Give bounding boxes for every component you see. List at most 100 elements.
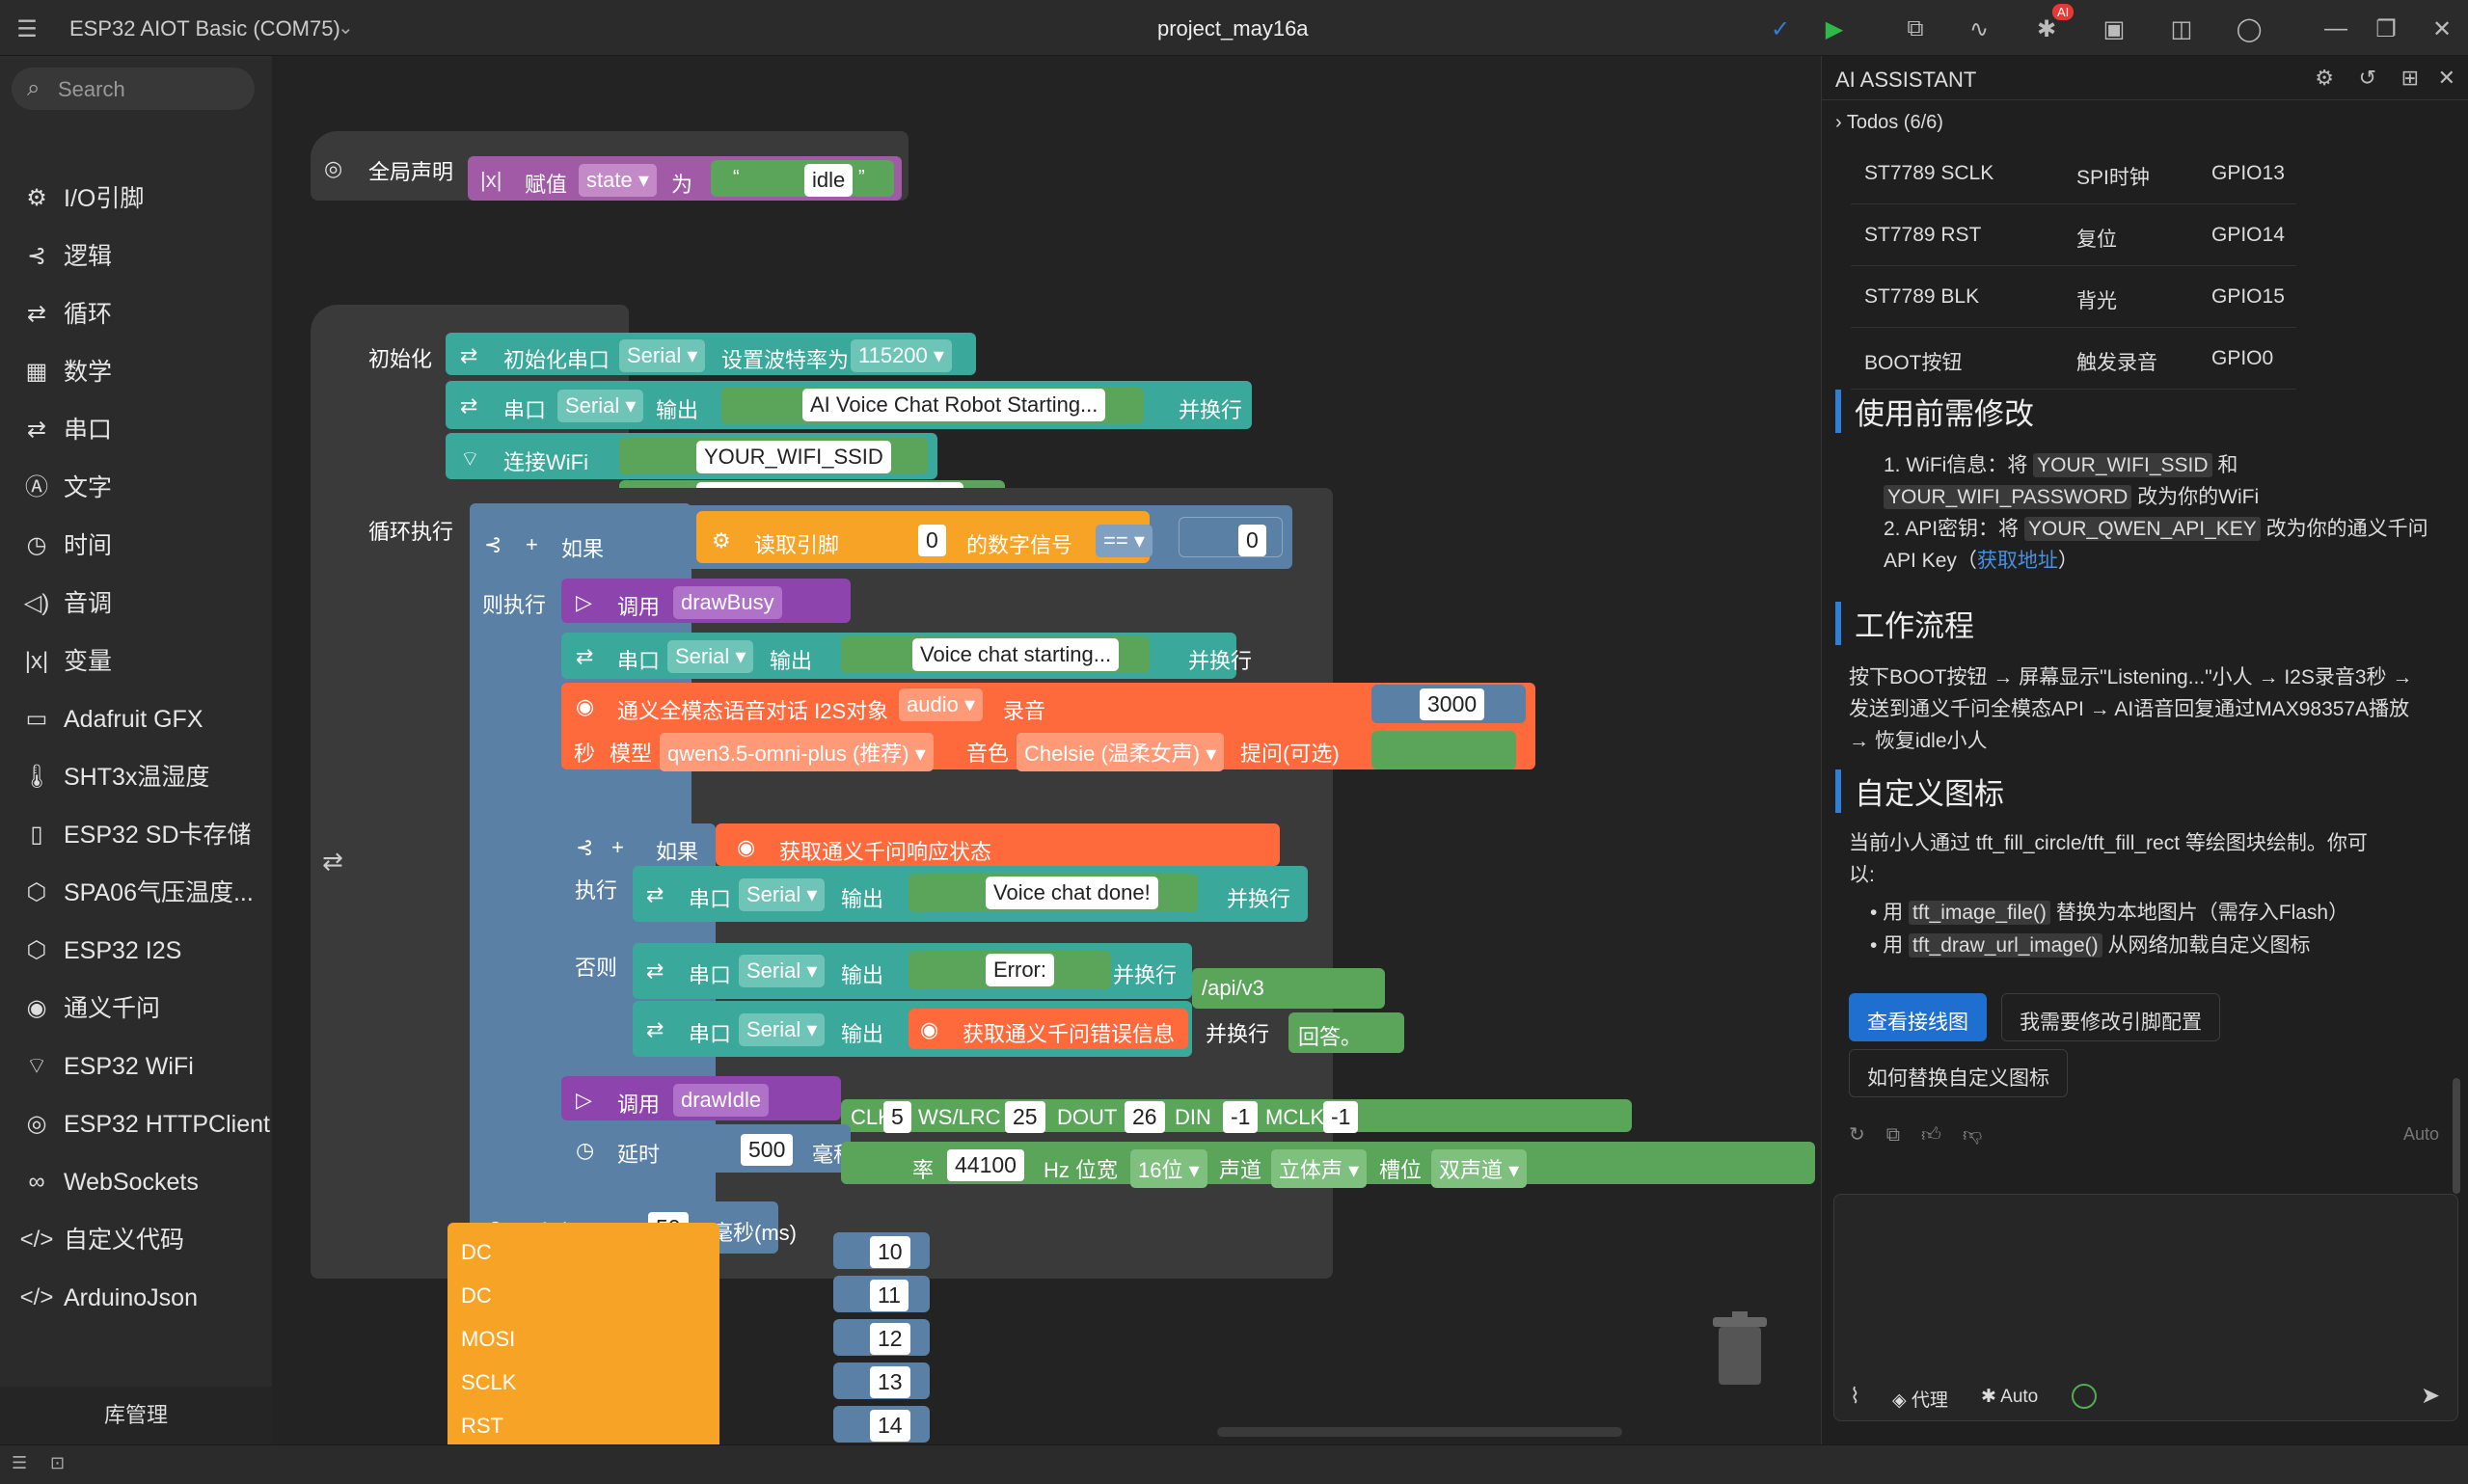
toolbox-category[interactable]: 🌡︎SHT3x温湿度 xyxy=(0,750,272,804)
toolbox-category[interactable]: ▯ESP32 SD卡存储 xyxy=(0,808,272,862)
text-block[interactable] xyxy=(711,160,894,197)
sample-rate-field[interactable]: 44100 xyxy=(947,1149,1024,1181)
attach-icon[interactable]: ⌇ xyxy=(1850,1384,1860,1408)
close-icon[interactable]: ✕ xyxy=(2431,15,2453,42)
terminal-icon[interactable]: ⊡ xyxy=(50,1453,66,1472)
toolbox-category[interactable]: ∞WebSockets xyxy=(0,1155,272,1209)
number-block[interactable] xyxy=(1179,517,1283,557)
message-field[interactable]: Voice chat done! xyxy=(986,877,1158,909)
audio-dropdown[interactable]: audio ▾ xyxy=(899,688,983,721)
replace-icon-button[interactable]: 如何替换自定义图标 xyxy=(1849,1049,2068,1097)
code-view-icon[interactable]: ⧉ xyxy=(1907,15,1924,41)
message-field[interactable]: Voice chat starting... xyxy=(912,638,1120,671)
serial-dropdown[interactable]: Serial ▾ xyxy=(739,1013,826,1046)
toolbox-category[interactable]: |x|变量 xyxy=(0,634,272,688)
app-title[interactable]: ESP32 AIOT Basic (COM75) xyxy=(69,16,340,40)
close-icon[interactable]: ✕ xyxy=(2437,66,2455,90)
copy-icon[interactable]: ⧉ xyxy=(1885,1124,1922,1146)
toolbox-category[interactable]: </>ArduinoJson xyxy=(0,1271,272,1325)
serial-monitor-icon[interactable]: ∿ xyxy=(1968,15,1990,42)
toolbox-category[interactable]: ▭Adafruit GFX xyxy=(0,692,272,746)
search-input[interactable]: ⌕ Search xyxy=(12,67,255,110)
get-error-block[interactable] xyxy=(909,1009,1188,1049)
message-field[interactable]: AI Voice Chat Robot Starting... xyxy=(802,389,1106,421)
new-chat-icon[interactable]: ⊞ xyxy=(2400,66,2419,90)
text-block[interactable] xyxy=(1192,968,1385,1009)
view-wiring-button[interactable]: 查看接线图 xyxy=(1849,993,1987,1041)
chevron-down-icon[interactable]: ⌄ xyxy=(338,17,354,39)
library-manager-button[interactable]: 库管理 xyxy=(0,1387,272,1444)
chip-icon[interactable]: ▣ xyxy=(2102,15,2126,42)
modify-pins-button[interactable]: 我需要修改引脚配置 xyxy=(2001,993,2220,1041)
mclk-field[interactable]: -1 xyxy=(1323,1101,1359,1133)
menu-icon[interactable]: ☰ xyxy=(16,15,38,42)
din-field[interactable]: -1 xyxy=(1223,1101,1259,1133)
serial-dropdown[interactable]: Serial ▾ xyxy=(557,390,644,422)
function-dropdown[interactable]: drawBusy xyxy=(673,586,782,619)
pin-value-field[interactable]: 12 xyxy=(870,1323,910,1355)
ai-icon[interactable]: ✱ xyxy=(2036,15,2057,42)
thumbs-down-icon[interactable]: 👎︎ xyxy=(1962,1124,2004,1146)
pin-value-field[interactable]: 13 xyxy=(870,1366,910,1398)
toolbox-category[interactable]: ⌔ESP32 WiFi xyxy=(0,1039,272,1093)
idle-text-field[interactable]: idle xyxy=(804,164,854,197)
baud-dropdown[interactable]: 115200 ▾ xyxy=(851,339,952,372)
minimize-icon[interactable]: — xyxy=(2324,15,2347,41)
pin-value-field[interactable]: 10 xyxy=(870,1236,910,1268)
slot-dropdown[interactable]: 双声道 ▾ xyxy=(1431,1149,1528,1188)
toolbox-category[interactable]: ⬡ESP32 I2S xyxy=(0,924,272,978)
auto-model-button[interactable]: ✱ Auto xyxy=(1981,1387,2039,1407)
package-icon[interactable]: ◫ xyxy=(2170,15,2193,42)
duration-field[interactable]: 3000 xyxy=(1420,688,1485,720)
chat-input[interactable]: ⌇ ◈ 代理 ✱ Auto ➤ xyxy=(1833,1194,2458,1421)
api-key-link[interactable]: 获取地址 xyxy=(1976,550,2058,572)
delay-ms-field[interactable]: 500 xyxy=(741,1134,794,1166)
pin-number-field[interactable]: 0 xyxy=(918,525,946,556)
toolbox-category[interactable]: ⊰逻辑 xyxy=(0,229,272,283)
bits-dropdown[interactable]: 16位 ▾ xyxy=(1130,1149,1207,1188)
toolbox-category[interactable]: </>自定义代码 xyxy=(0,1213,272,1267)
channel-dropdown[interactable]: 立体声 ▾ xyxy=(1271,1149,1368,1188)
blockly-workspace[interactable]: ◎ 全局声明 |x| 赋值 state ▾ 为 “ idle ” 初始化 ⇄ 初… xyxy=(272,56,1821,1444)
chat-scrollbar[interactable] xyxy=(2453,1078,2460,1194)
text-block[interactable] xyxy=(1288,1012,1404,1053)
todos-toggle[interactable]: › Todos (6/6) xyxy=(1835,112,1943,133)
horizontal-scrollbar[interactable] xyxy=(1217,1427,1622,1437)
error-message-field[interactable]: Error: xyxy=(986,954,1054,986)
wslrc-field[interactable]: 25 xyxy=(1005,1101,1045,1133)
toolbox-category[interactable]: ⬡SPA06气压温度... xyxy=(0,866,272,920)
retry-icon[interactable]: ↻ xyxy=(1849,1124,1886,1146)
serial-dropdown[interactable]: Serial ▾ xyxy=(739,955,826,987)
state-variable-dropdown[interactable]: state ▾ xyxy=(579,164,657,197)
serial-dropdown[interactable]: Serial ▾ xyxy=(619,339,706,372)
function-dropdown[interactable]: drawIdle xyxy=(673,1084,770,1117)
compare-value-field[interactable]: 0 xyxy=(1238,525,1266,556)
toolbox-category[interactable]: ◉通义千问 xyxy=(0,982,272,1036)
history-icon[interactable]: ↺ xyxy=(2358,66,2376,90)
thumbs-up-icon[interactable]: 👍︎ xyxy=(1921,1124,1963,1146)
toolbox-category[interactable]: ◎ESP32 HTTPClient xyxy=(0,1097,272,1151)
user-icon[interactable]: ◯ xyxy=(2236,15,2263,42)
model-dropdown[interactable]: qwen3.5-omni-plus (推荐) ▾ xyxy=(660,733,934,771)
settings-icon[interactable]: ⚙ xyxy=(2315,66,2334,90)
serial-dropdown[interactable]: Serial ▾ xyxy=(667,640,754,673)
get-status-block[interactable] xyxy=(716,823,1280,866)
toolbox-category[interactable]: ◷时间 xyxy=(0,519,272,573)
tft-pin-block[interactable] xyxy=(447,1223,719,1444)
bclk-field[interactable]: 5 xyxy=(883,1101,911,1133)
voice-dropdown[interactable]: Chelsie (温柔女声) ▾ xyxy=(1017,733,1225,771)
toolbox-category[interactable]: ⇄循环 xyxy=(0,287,272,341)
toolbox-category[interactable]: ◁)音调 xyxy=(0,577,272,631)
pin-value-field[interactable]: 14 xyxy=(870,1410,910,1442)
pin-value-field[interactable]: 11 xyxy=(870,1280,909,1311)
toolbox-category[interactable]: ⚙I/O引脚 xyxy=(0,172,272,226)
toolbox-category[interactable]: ⇄串口 xyxy=(0,403,272,457)
serial-dropdown[interactable]: Serial ▾ xyxy=(739,878,826,911)
trash-icon[interactable] xyxy=(1711,1311,1769,1389)
verify-icon[interactable]: ✓ xyxy=(1770,15,1791,42)
ssid-field[interactable]: YOUR_WIFI_SSID xyxy=(696,441,891,473)
operator-dropdown[interactable]: == ▾ xyxy=(1096,525,1153,557)
upload-icon[interactable]: ▶ xyxy=(1825,15,1844,42)
delay-block[interactable] xyxy=(561,1124,851,1173)
